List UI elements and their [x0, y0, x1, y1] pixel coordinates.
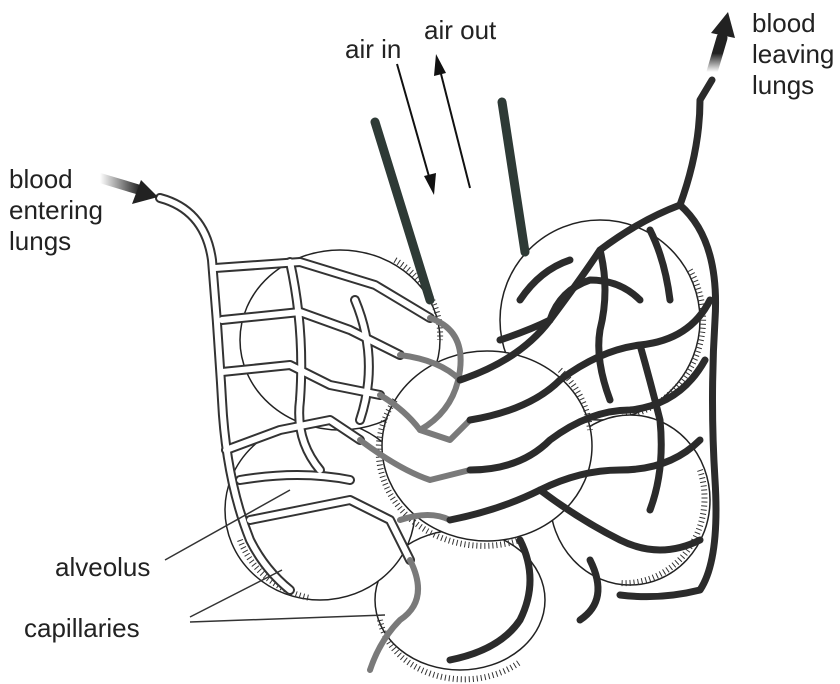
- blood-leaving-line-1: blood: [752, 8, 834, 39]
- blood-entering-line-1: blood: [9, 164, 103, 195]
- blood-leaving-arrow: [711, 12, 735, 72]
- blood-entering-arrow: [100, 178, 158, 204]
- air-out-label: air out: [424, 15, 496, 46]
- alveolus-text: alveolus: [55, 552, 150, 582]
- blood-leaving-label: blood leaving lungs: [752, 8, 834, 101]
- blood-entering-label: blood entering lungs: [9, 164, 103, 257]
- blood-leaving-line-2: leaving: [752, 39, 834, 70]
- air-out-arrow: [434, 54, 470, 188]
- air-in-text: air in: [345, 34, 401, 64]
- air-in-label: air in: [345, 34, 401, 65]
- blood-entering-line-2: entering: [9, 195, 103, 226]
- blood-entering-line-3: lungs: [9, 226, 103, 257]
- air-in-arrow: [397, 64, 436, 195]
- capillaries-text: capillaries: [24, 613, 140, 643]
- alveolus-label: alveolus: [55, 552, 150, 583]
- capillaries-label: capillaries: [24, 613, 140, 644]
- air-out-text: air out: [424, 15, 496, 45]
- blood-leaving-line-3: lungs: [752, 70, 834, 101]
